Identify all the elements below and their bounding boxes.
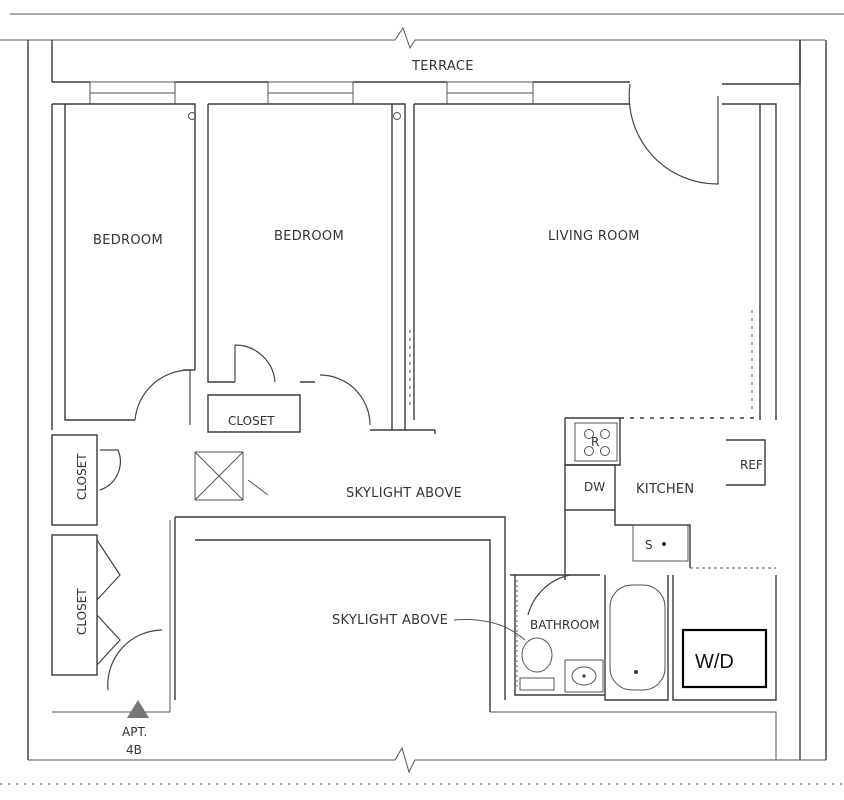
bottom-boundary-line [0,520,844,785]
bedroom-2-door [319,374,371,426]
bedroom-1-walls [51,103,196,430]
skylight-label-1: SKYLIGHT ABOVE [346,486,462,501]
exterior-walls [27,40,827,760]
living-room-walls [409,103,777,420]
sink-label: S [645,538,653,552]
skylight-leader-line [453,619,526,641]
bathroom-sink-icon [564,659,604,693]
stove-icon [574,422,618,462]
apartment-entry-triangle-icon [127,700,149,718]
washer-dryer-box [681,628,768,689]
living-room-label: LIVING ROOM [548,229,640,244]
left-closet-lower [51,534,163,691]
apartment-label: APT. [122,725,147,739]
dishwasher-label: DW [584,480,605,494]
living-room-entry-door [628,83,719,185]
top-boundary-line [0,13,844,50]
bedroom-1-door [134,369,191,425]
skylight-label-2: SKYLIGHT ABOVE [332,613,448,628]
kitchen-walls [564,417,766,580]
closet-left-upper-label: CLOSET [75,453,89,500]
toilet-icon [519,637,555,691]
washer-dryer-label: W/D [695,651,734,673]
stove-label: R [591,435,599,449]
apartment-unit: 4B [126,743,142,757]
bedroom-2-label: BEDROOM [274,229,344,244]
terrace-label: TERRACE [411,59,474,74]
center-closet [207,344,301,433]
bathroom-label: BATHROOM [530,618,599,632]
bathroom-walls [510,574,669,701]
refrigerator-label: REF [740,458,763,472]
bathtub-icon [609,584,666,691]
left-closet-upper [51,434,121,526]
skylight-box [194,451,269,501]
kitchen-sink-icon [632,524,689,562]
kitchen-label: KITCHEN [636,482,694,497]
open-plan-divider [434,417,760,440]
closet-center-label: CLOSET [228,414,275,428]
lower-hall-walls [174,516,506,712]
closet-left-lower-label: CLOSET [75,588,89,635]
bedroom-1-label: BEDROOM [93,233,163,248]
laundry-closet-walls [672,567,777,701]
bedroom-2-walls [207,103,435,431]
